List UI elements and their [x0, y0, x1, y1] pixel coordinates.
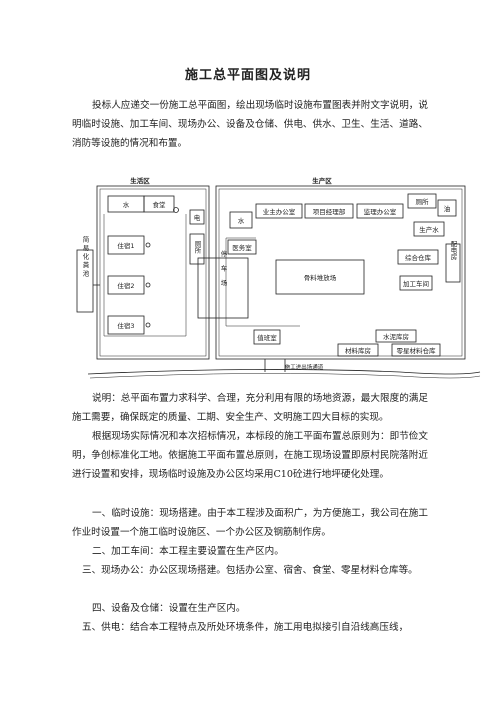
gate-road-label: 施工进出场通道	[285, 363, 324, 371]
item-1: 一、临时设施：现场搭建。由于本工程涉及面积广，为方便施工，我公司在施工作业时设置…	[72, 508, 428, 538]
electric-label: 电	[194, 213, 201, 222]
parts-store	[391, 343, 441, 357]
water-label: 水	[123, 200, 130, 209]
toilet-label: 厕所	[193, 240, 201, 255]
toilet-room-2	[407, 193, 437, 209]
owner-office	[255, 203, 303, 219]
guard-room	[253, 329, 281, 345]
toilet2-label: 厕所	[416, 197, 430, 206]
septic-label: 简易化粪池	[81, 234, 89, 278]
power-room	[445, 243, 461, 283]
production-water-label: 生产水	[419, 225, 439, 234]
pm-office-label: 项目经理部	[313, 207, 346, 216]
material-store	[337, 343, 379, 357]
parking-label: 停车场	[219, 249, 227, 294]
power-room-label: 配电房	[449, 240, 457, 261]
living-area-boundary	[96, 185, 210, 360]
canteen-label: 食堂	[153, 200, 167, 209]
owner-office-label: 业主办公室	[263, 207, 296, 216]
water2-label: 水	[238, 216, 245, 225]
item-3: 三、现场办公：办公区现场搭建。包括办公室、宿舍、食堂、零星材料仓库等。	[82, 565, 418, 576]
item-4: 四、设备及仓储：设置在生产区内。	[92, 603, 246, 614]
dorm-2	[107, 275, 145, 295]
canteen-room	[143, 195, 175, 213]
dorm3-label: 住宿3	[117, 321, 134, 330]
cement-shed-label: 水泥库房	[383, 332, 409, 341]
medical-room	[227, 239, 257, 255]
supervisor-office-label: 监理办公室	[364, 207, 397, 216]
page-title: 施工总平面图及说明	[184, 68, 311, 83]
dorm-1	[107, 235, 145, 255]
workshop	[399, 275, 433, 291]
septic-tank	[76, 249, 94, 313]
aggregate-yard	[275, 259, 365, 295]
production-area-boundary	[215, 185, 466, 360]
item-2: 二、加工车间：本工程主要设置在生产区内。	[92, 546, 284, 557]
aggregate-label: 骨料堆放场	[304, 273, 337, 282]
toilet-room	[189, 233, 205, 265]
intro-paragraph: 投标人应递交一份施工总平面图，绘出现场临时设施布置图表并附文字说明，说明临时设施…	[72, 100, 428, 149]
production-area-label: 生产区	[312, 176, 332, 185]
oil-label: 油	[444, 204, 451, 213]
dorm2-label: 住宿2	[117, 281, 134, 290]
electric-room	[189, 209, 205, 225]
warehouse	[397, 249, 439, 265]
explanation-paragraph: 说明：总平面布置力求科学、合理，充分利用有限的场地资源，最大限度的满足施工需要，…	[72, 393, 428, 423]
workshop-label: 加工车间	[403, 279, 429, 288]
principle-paragraph: 根据现场实际情况和本次招标情况，本标段的施工平面布置总原则为：即节俭文明，争创标…	[72, 431, 428, 480]
material-store-label: 材料库房	[345, 346, 371, 355]
item-5: 五、供电：结合本工程特点及所处环境条件，施工用电拟接引自沿线高压线，	[82, 622, 409, 633]
dorm-3	[107, 315, 145, 335]
supervisor-office	[356, 203, 404, 219]
medical-label: 医务室	[232, 243, 252, 252]
water-room-2	[229, 211, 253, 229]
pm-office	[304, 203, 354, 219]
parking-area	[197, 257, 249, 319]
parts-store-label: 零星材料仓库	[397, 346, 437, 355]
living-area-label: 生活区	[130, 176, 150, 185]
dorm1-label: 住宿1	[117, 241, 134, 250]
oil-room	[437, 199, 457, 217]
warehouse-label: 综合仓库	[405, 253, 432, 262]
production-water	[413, 221, 445, 237]
guard-label: 值班室	[257, 333, 277, 342]
cement-shed	[375, 329, 417, 343]
gate-road	[87, 369, 481, 375]
